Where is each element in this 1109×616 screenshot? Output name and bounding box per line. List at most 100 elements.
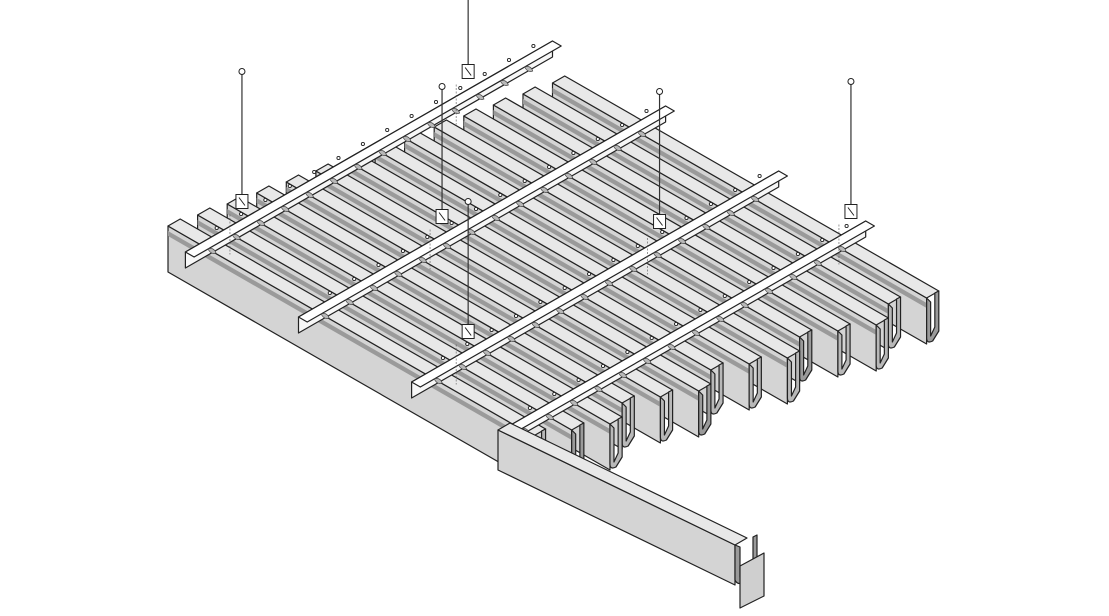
carrier-hole (644, 108, 649, 114)
carrier-hole (595, 136, 600, 142)
carrier-hole (312, 169, 317, 175)
carrier-tooth (579, 294, 589, 300)
carrier-hole (352, 276, 357, 282)
front-detached-panel (497, 422, 758, 586)
carrier-tooth (426, 122, 436, 128)
carrier-tooth (545, 414, 555, 420)
suspension-rod (429, 83, 449, 270)
carrier-hole (660, 229, 665, 235)
carrier-hole (214, 225, 219, 231)
carrier-hole (433, 99, 439, 105)
carrier-hole (263, 197, 268, 203)
carrier-hole (465, 341, 470, 347)
panel-lip-shadow (434, 132, 800, 347)
carrier-tooth (418, 257, 427, 263)
carrier-tooth (569, 400, 579, 406)
carrier-hole (458, 85, 463, 91)
carrier-tooth (475, 94, 485, 100)
carrier-tooth (353, 164, 363, 170)
carrier-tooth (458, 364, 468, 370)
panels-layer (167, 75, 940, 483)
carrier-hole (498, 192, 503, 198)
carrier-hole (440, 355, 445, 361)
hanger-clip (435, 209, 449, 224)
carrier-rail (297, 105, 675, 334)
panel-lip-shadow (256, 198, 623, 413)
hanger-tab (656, 217, 663, 226)
carrier-tooth (207, 248, 217, 254)
carrier-tooth (256, 220, 266, 226)
carrier-hole (771, 265, 776, 271)
carrier-tooth (788, 274, 798, 280)
carrier-hole (473, 206, 479, 212)
carrier-hole (522, 178, 527, 184)
panel-lip-shadow (286, 187, 661, 407)
carrier-tooth (637, 131, 647, 137)
carrier-tooth (677, 238, 687, 244)
carrier-hole (385, 127, 390, 133)
carrier-tooth (506, 336, 516, 342)
carrier-tooth (369, 285, 379, 291)
carrier-tooth (280, 206, 290, 212)
carrier-top (297, 105, 675, 323)
carrier-hole (538, 299, 543, 305)
hanger-clip (844, 204, 858, 219)
panel-end-profile (748, 356, 762, 409)
carrier-hole (506, 57, 512, 63)
carrier-hole (327, 290, 332, 296)
carrier-tooth (515, 201, 525, 207)
panel-end-profile (609, 416, 623, 469)
carrier-tooth (320, 313, 330, 319)
carrier-hole (449, 220, 454, 226)
carrier-hole (708, 201, 713, 207)
panel-end-profile (926, 290, 940, 343)
carrier-rail (498, 220, 876, 449)
carrier-hole (400, 248, 405, 254)
panel-end-profile (786, 350, 801, 403)
carrier-hole (360, 141, 365, 147)
carrier-tooth (666, 344, 676, 350)
rods-layer (229, 0, 858, 385)
carrier-tooth (402, 136, 412, 142)
carrier-tooth (531, 322, 541, 328)
carrier-hole (649, 335, 654, 341)
carrier-hole (409, 113, 414, 119)
carrier-top (411, 170, 789, 388)
carrier-tooth (612, 145, 622, 151)
end-cap-plate (739, 552, 765, 609)
suspension-rod (647, 88, 667, 275)
carrier-hole (600, 363, 606, 369)
carrier-tooth (499, 80, 509, 86)
front-panel-layer (497, 422, 765, 609)
carrier-tooth (588, 159, 598, 165)
rod-anchor (238, 68, 246, 75)
carrier-hole (562, 285, 567, 291)
panel-lip-shadow (315, 176, 699, 401)
carrier-hole (757, 173, 762, 179)
carrier-rail (184, 40, 562, 269)
carrier-tooth (304, 192, 314, 198)
suspension-rod (455, 198, 475, 385)
carrier-hole (733, 187, 738, 193)
carrier-tooth (642, 358, 652, 364)
carrier-hole (684, 215, 689, 221)
carrier-hole (620, 122, 625, 128)
carrier-tooth (652, 252, 662, 258)
suspension-rod (838, 78, 858, 265)
carrier-hole (587, 271, 592, 277)
detached-panel-lip (497, 422, 748, 546)
hanger-tab (464, 67, 472, 76)
carrier-hole (795, 251, 800, 257)
hanger-tab (438, 212, 446, 221)
carrier-hole (425, 234, 430, 240)
carrier-tooth (764, 288, 774, 294)
carrier-hole (482, 71, 487, 77)
panel-lip-shadow (404, 143, 788, 368)
panel-lip-shadow (197, 220, 572, 440)
hanger-clip (461, 64, 475, 79)
carrier-tooth (433, 378, 443, 384)
suspension-rod (455, 0, 475, 125)
carrier-hole (571, 150, 576, 156)
carrier-tooth (813, 260, 822, 266)
carrier-hole (722, 293, 727, 299)
